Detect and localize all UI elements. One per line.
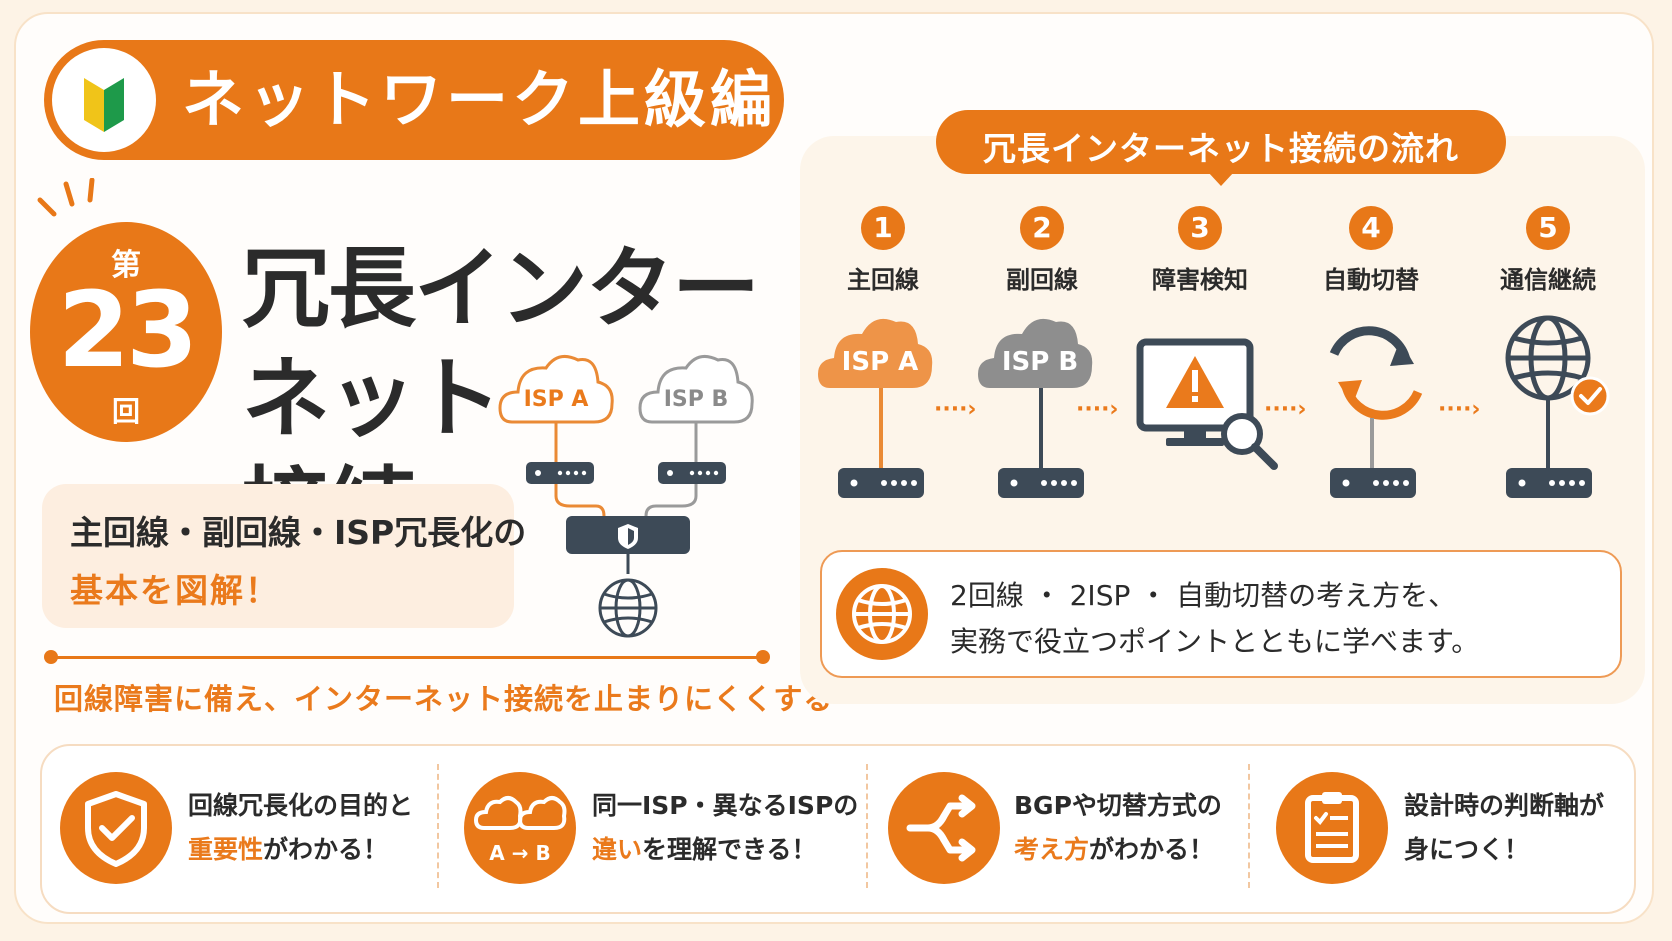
feature-3-rest: がわかる！: [1089, 835, 1215, 864]
feature-1-highlight: 重要性: [188, 835, 264, 864]
subtitle-line2: 基本を図解！: [70, 571, 280, 610]
arrow-2-3-icon: ····›: [1076, 397, 1119, 422]
step-1-label: 主回線: [847, 266, 919, 294]
feature-4-line1: 設計時の判断軸が: [1404, 791, 1605, 820]
arrow-1-2-icon: ····›: [934, 397, 977, 422]
route-switch-icon: [888, 772, 1000, 884]
step-1-number: 1: [861, 206, 905, 250]
flow-title-notch: [1208, 172, 1234, 186]
feature-separator: [437, 764, 439, 888]
episode-prefix: 第: [111, 248, 141, 283]
step-5-label: 通信継続: [1500, 266, 1596, 294]
isp-compare-label: A → B: [489, 841, 550, 865]
step-3-monitor-warning-icon: [1136, 338, 1254, 446]
step-5-number: 5: [1526, 206, 1570, 250]
isp-compare-icon: A → B: [464, 772, 576, 884]
flow-title: 冗長インターネット接続の流れ: [983, 129, 1459, 168]
feature-3-text: BGPや切替方式の 考え方がわかる！: [1014, 784, 1222, 872]
redundant-network-diagram: ISP A ISP B: [498, 354, 754, 638]
feature-separator: [866, 764, 868, 888]
feature-1-rest: がわかる！: [263, 835, 389, 864]
step-2-router-icon: [998, 468, 1084, 498]
page-title-line1: 冗長インターネット: [242, 237, 760, 450]
feature-1-line2: 重要性がわかる！: [188, 828, 413, 872]
step-4-switch-icon: [1329, 326, 1423, 420]
divider-line: [50, 656, 762, 659]
diagram-isp-b-label: ISP B: [664, 387, 729, 412]
step-4-number: 4: [1349, 206, 1393, 250]
feature-4-line2: 身につく！: [1404, 828, 1604, 872]
clipboard-icon: [1276, 772, 1388, 884]
check-badge-icon: [1570, 376, 1610, 416]
arrow-4-5-icon: ····›: [1438, 397, 1481, 422]
category-banner: [44, 40, 784, 160]
feature-3-line1: BGPや切替方式の: [1014, 791, 1222, 820]
feature-1-text: 回線冗長化の目的と 重要性がわかる！: [188, 784, 413, 872]
feature-2-line1: 同一ISP・異なるISPの: [592, 791, 859, 820]
step-2-number: 2: [1020, 206, 1064, 250]
step-2-cloud-icon: ISP B: [978, 318, 1093, 388]
step-4-label: 自動切替: [1323, 266, 1419, 294]
subtitle-box: 主回線・副回線・ISP冗長化の 基本を図解！: [42, 484, 526, 628]
diagram-isp-a-label: ISP A: [524, 387, 589, 412]
category-title: ネットワーク上級編: [182, 63, 777, 136]
flow-title-pill: 冗長インターネット接続の流れ: [936, 110, 1506, 174]
episode-number: 23: [57, 269, 199, 391]
step-1-cloud-label: ISP A: [842, 347, 919, 377]
feature-1-line1: 回線冗長化の目的と: [188, 791, 414, 820]
divider-dot-right: [756, 650, 770, 664]
info-box: 2回線 ・ 2ISP ・ 自動切替の考え方を、 実務で役立つポイントとともに学べ…: [820, 550, 1622, 678]
flow-steps-graphic: ISP A ····› ISP B ····› ····›: [818, 315, 1610, 498]
globe-info-icon: [836, 568, 928, 660]
feature-3-line2: 考え方がわかる！: [1014, 828, 1222, 872]
shield-check-icon: [60, 772, 172, 884]
feature-2-text: 同一ISP・異なるISPの 違いを理解できる！: [592, 784, 858, 872]
isp-b-cloud-icon: ISP B: [638, 354, 754, 424]
step-3-number: 3: [1178, 206, 1222, 250]
router-b-icon: [658, 462, 726, 484]
episode-suffix: 回: [111, 395, 140, 428]
firewall-icon: [566, 516, 690, 554]
feature-4-rest: 身につく！: [1404, 835, 1530, 864]
step-4-router-icon: [1330, 468, 1416, 498]
step-1-router-icon: [838, 468, 924, 498]
step-5-router-icon: [1506, 468, 1592, 498]
step-2-label: 副回線: [1006, 266, 1078, 294]
feature-2-rest: を理解できる！: [642, 835, 817, 864]
info-line1: 2回線 ・ 2ISP ・ 自動切替の考え方を、: [950, 579, 1457, 612]
episode-badge: 第 23 回: [30, 222, 222, 442]
isp-a-cloud-icon: ISP A: [498, 354, 614, 424]
beginner-mark-icon: [52, 48, 156, 152]
tagline: 回線障害に備え、インターネット接続を止まりにくくする: [54, 682, 834, 716]
arrow-3-4-icon: ····›: [1264, 397, 1307, 422]
feature-2-highlight: 違い: [592, 835, 643, 864]
emphasis-rays-icon: [37, 178, 95, 217]
magnifier-icon: [1221, 413, 1278, 470]
info-line2: 実務で役立つポイントとともに学べます。: [950, 625, 1480, 658]
step-3-label: 障害検知: [1152, 266, 1248, 294]
feature-4-text: 設計時の判断軸が 身につく！: [1404, 784, 1604, 872]
step-2-cloud-label: ISP B: [1002, 347, 1078, 377]
internet-globe-icon: [598, 578, 658, 638]
step-1-cloud-icon: ISP A: [818, 318, 933, 388]
feature-2-line2: 違いを理解できる！: [592, 828, 858, 872]
feature-3-highlight: 考え方: [1014, 835, 1090, 864]
feature-separator: [1248, 764, 1250, 888]
subtitle-line1: 主回線・副回線・ISP冗長化の: [70, 513, 527, 552]
router-a-icon: [526, 462, 594, 484]
